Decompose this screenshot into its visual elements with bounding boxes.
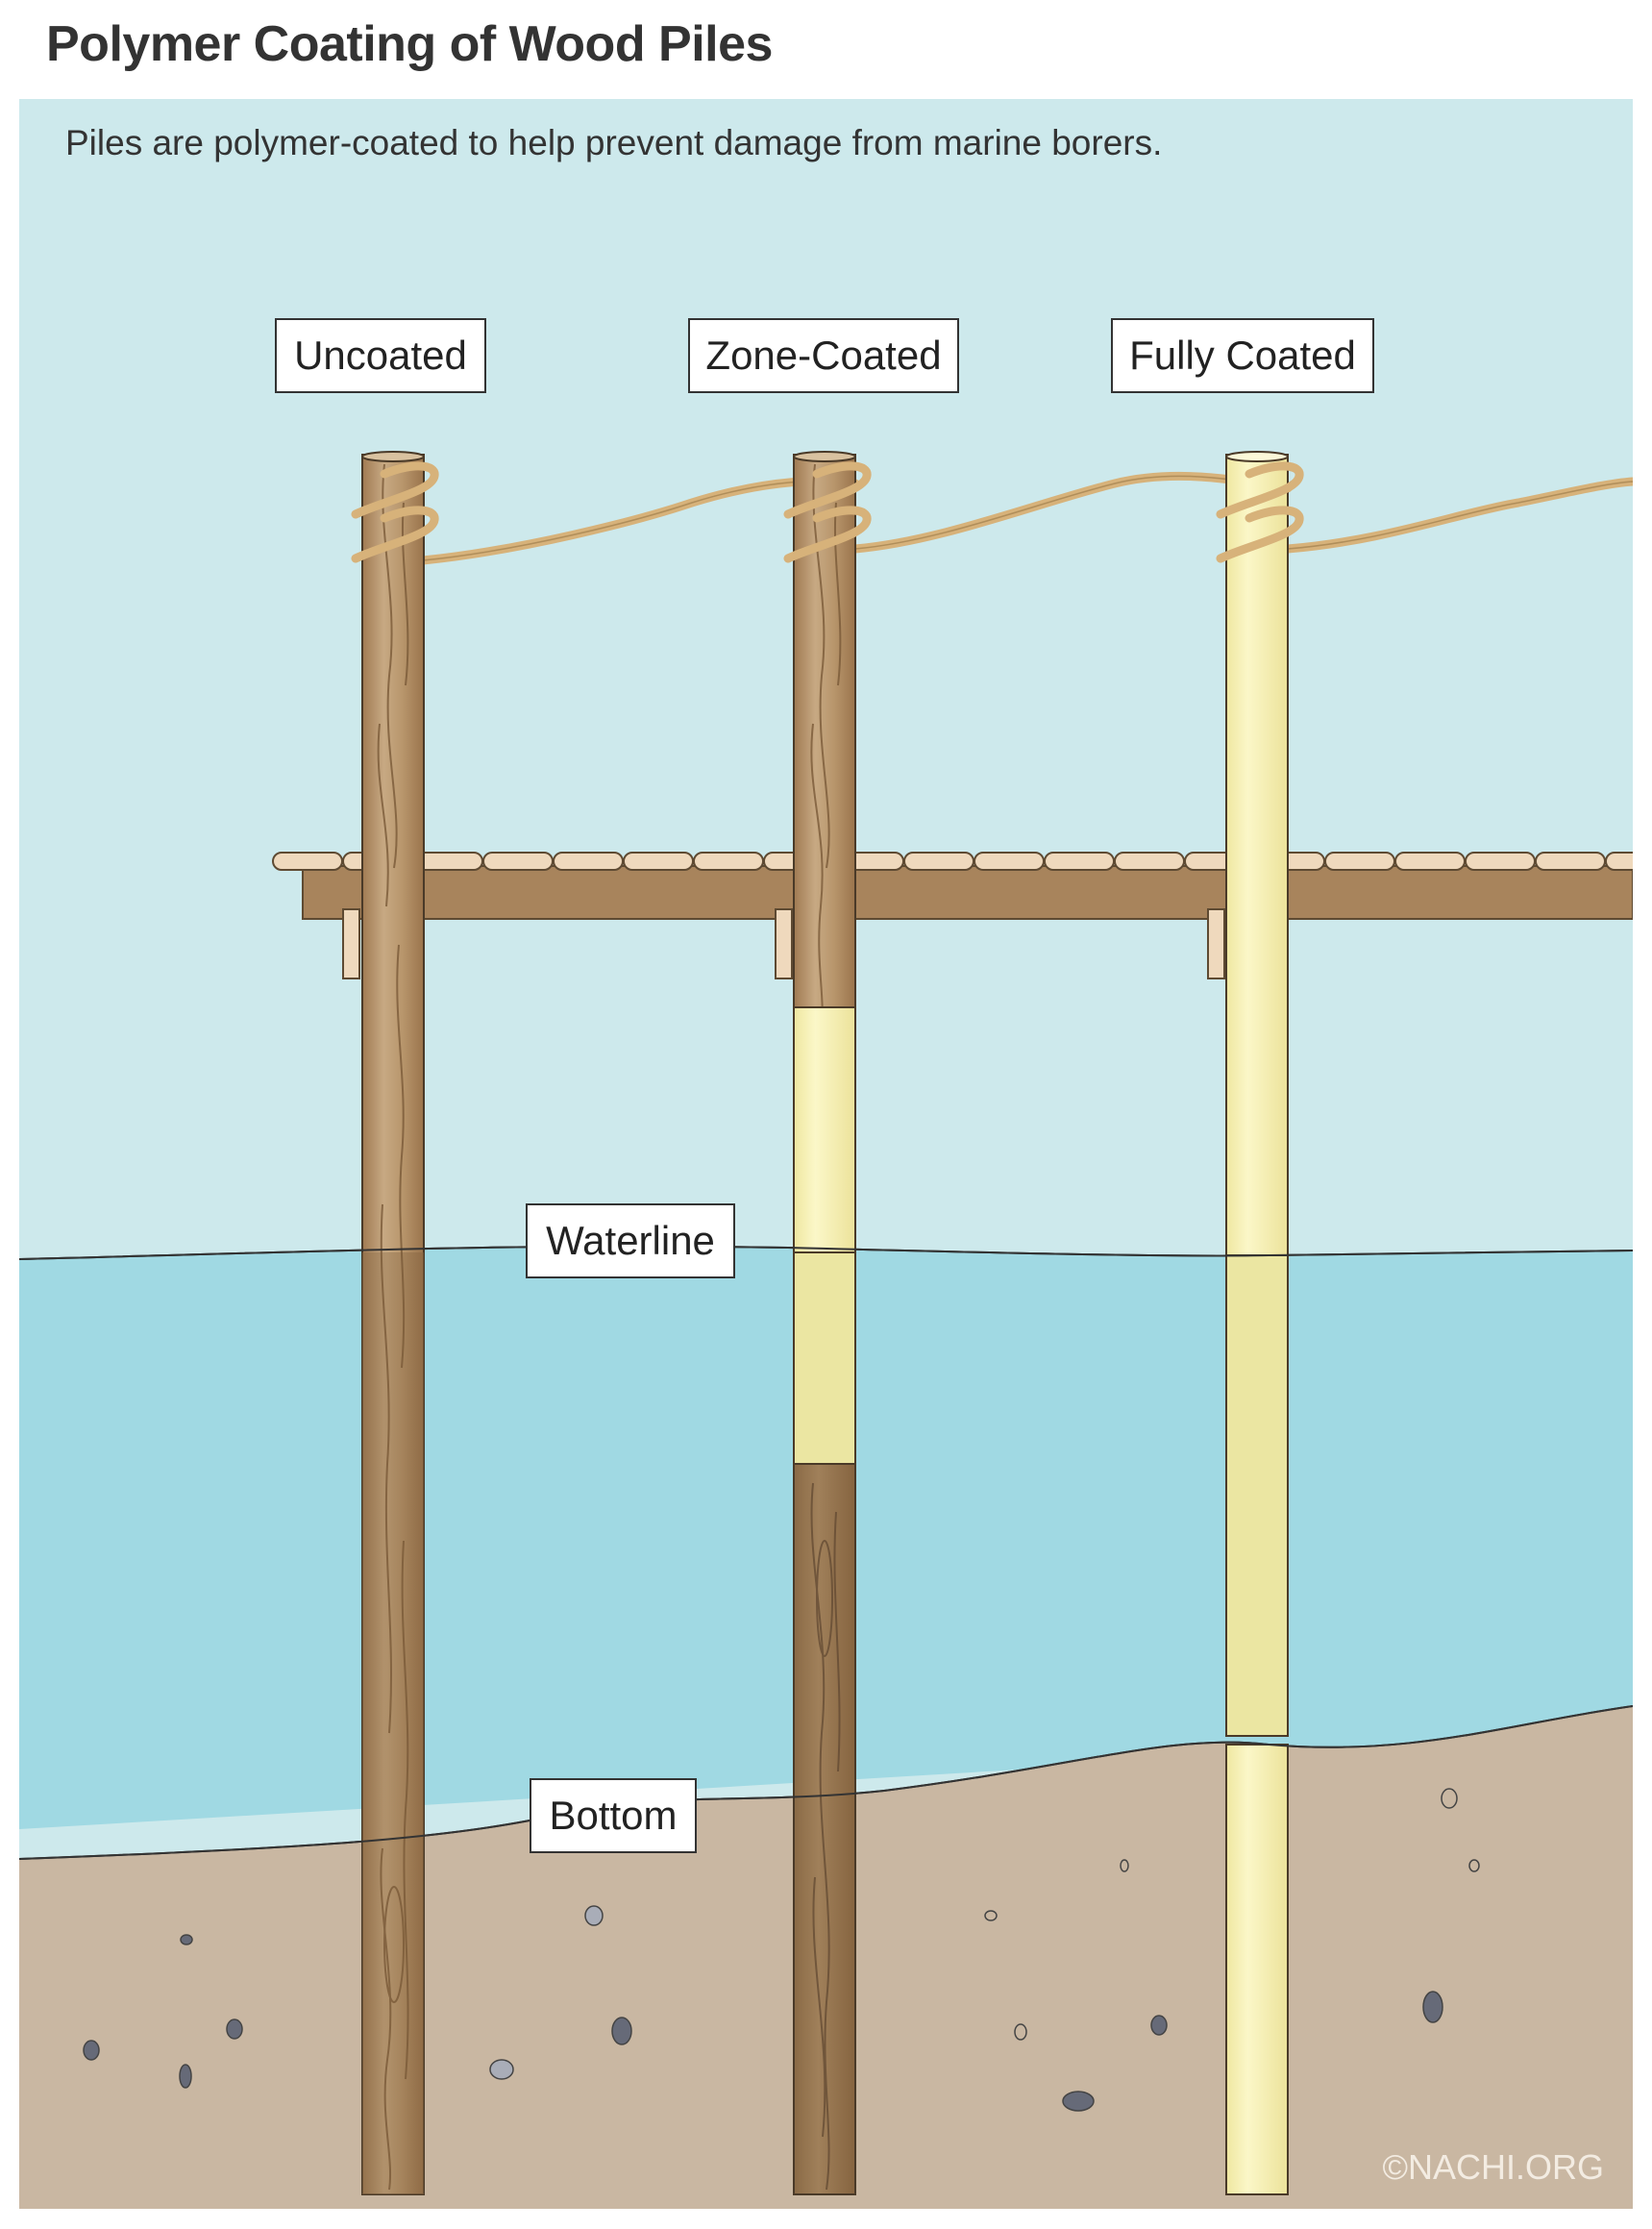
dock-deck: [272, 852, 1633, 979]
waterline-label: Waterline: [526, 1203, 735, 1278]
zone-coated-label: Zone-Coated: [688, 318, 959, 393]
diagram-panel: Piles are polymer-coated to help prevent…: [19, 99, 1633, 2209]
uncoated-pile: [361, 451, 425, 2195]
copyright-credit: ©NACHI.ORG: [1382, 2147, 1604, 2187]
zone-coated-pile: [793, 451, 856, 2195]
uncoated-label: Uncoated: [275, 318, 486, 393]
page-title: Polymer Coating of Wood Piles: [46, 16, 773, 72]
diagram-subtitle: Piles are polymer-coated to help prevent…: [65, 123, 1163, 162]
rope-coils: [351, 461, 1304, 563]
diagram-canvas: [19, 99, 1633, 2209]
fully-coated-pile: [1225, 451, 1289, 2195]
pebbles: [83, 1788, 1480, 2112]
fully-coated-label: Fully Coated: [1111, 318, 1374, 393]
bottom-label: Bottom: [530, 1778, 697, 1853]
